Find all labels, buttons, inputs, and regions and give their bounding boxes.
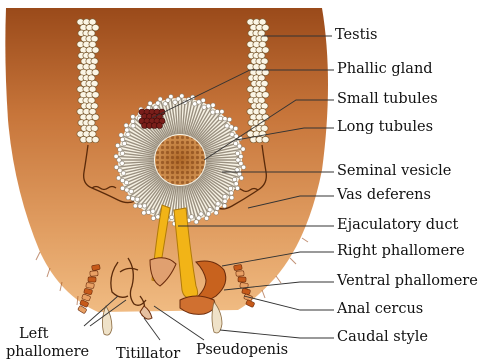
label-titillator: Titillator: [116, 346, 180, 362]
phallic-gland: [139, 109, 165, 129]
label-left-phallomere-line1: Left: [19, 326, 48, 342]
label-seminal-vesicle: Seminal vesicle: [337, 163, 451, 179]
label-small-tubules: Small tubules: [337, 91, 438, 107]
label-vas-deferens: Vas deferens: [337, 187, 431, 203]
label-left-phallomere-line2: phallomere: [6, 344, 89, 360]
label-anal-cercus: Anal cercus: [337, 301, 423, 317]
label-caudal-style: Caudal style: [337, 329, 428, 345]
label-ejaculatory-duct: Ejaculatory duct: [337, 217, 458, 233]
label-ventral-phallomere: Ventral phallomere: [337, 273, 478, 289]
label-long-tubules: Long tubules: [337, 119, 433, 135]
label-right-phallomere: Right phallomere: [337, 243, 465, 259]
label-pseudopenis: Pseudopenis: [196, 342, 288, 358]
label-phallic-gland: Phallic gland: [337, 61, 433, 77]
label-testis: Testis: [335, 27, 377, 43]
